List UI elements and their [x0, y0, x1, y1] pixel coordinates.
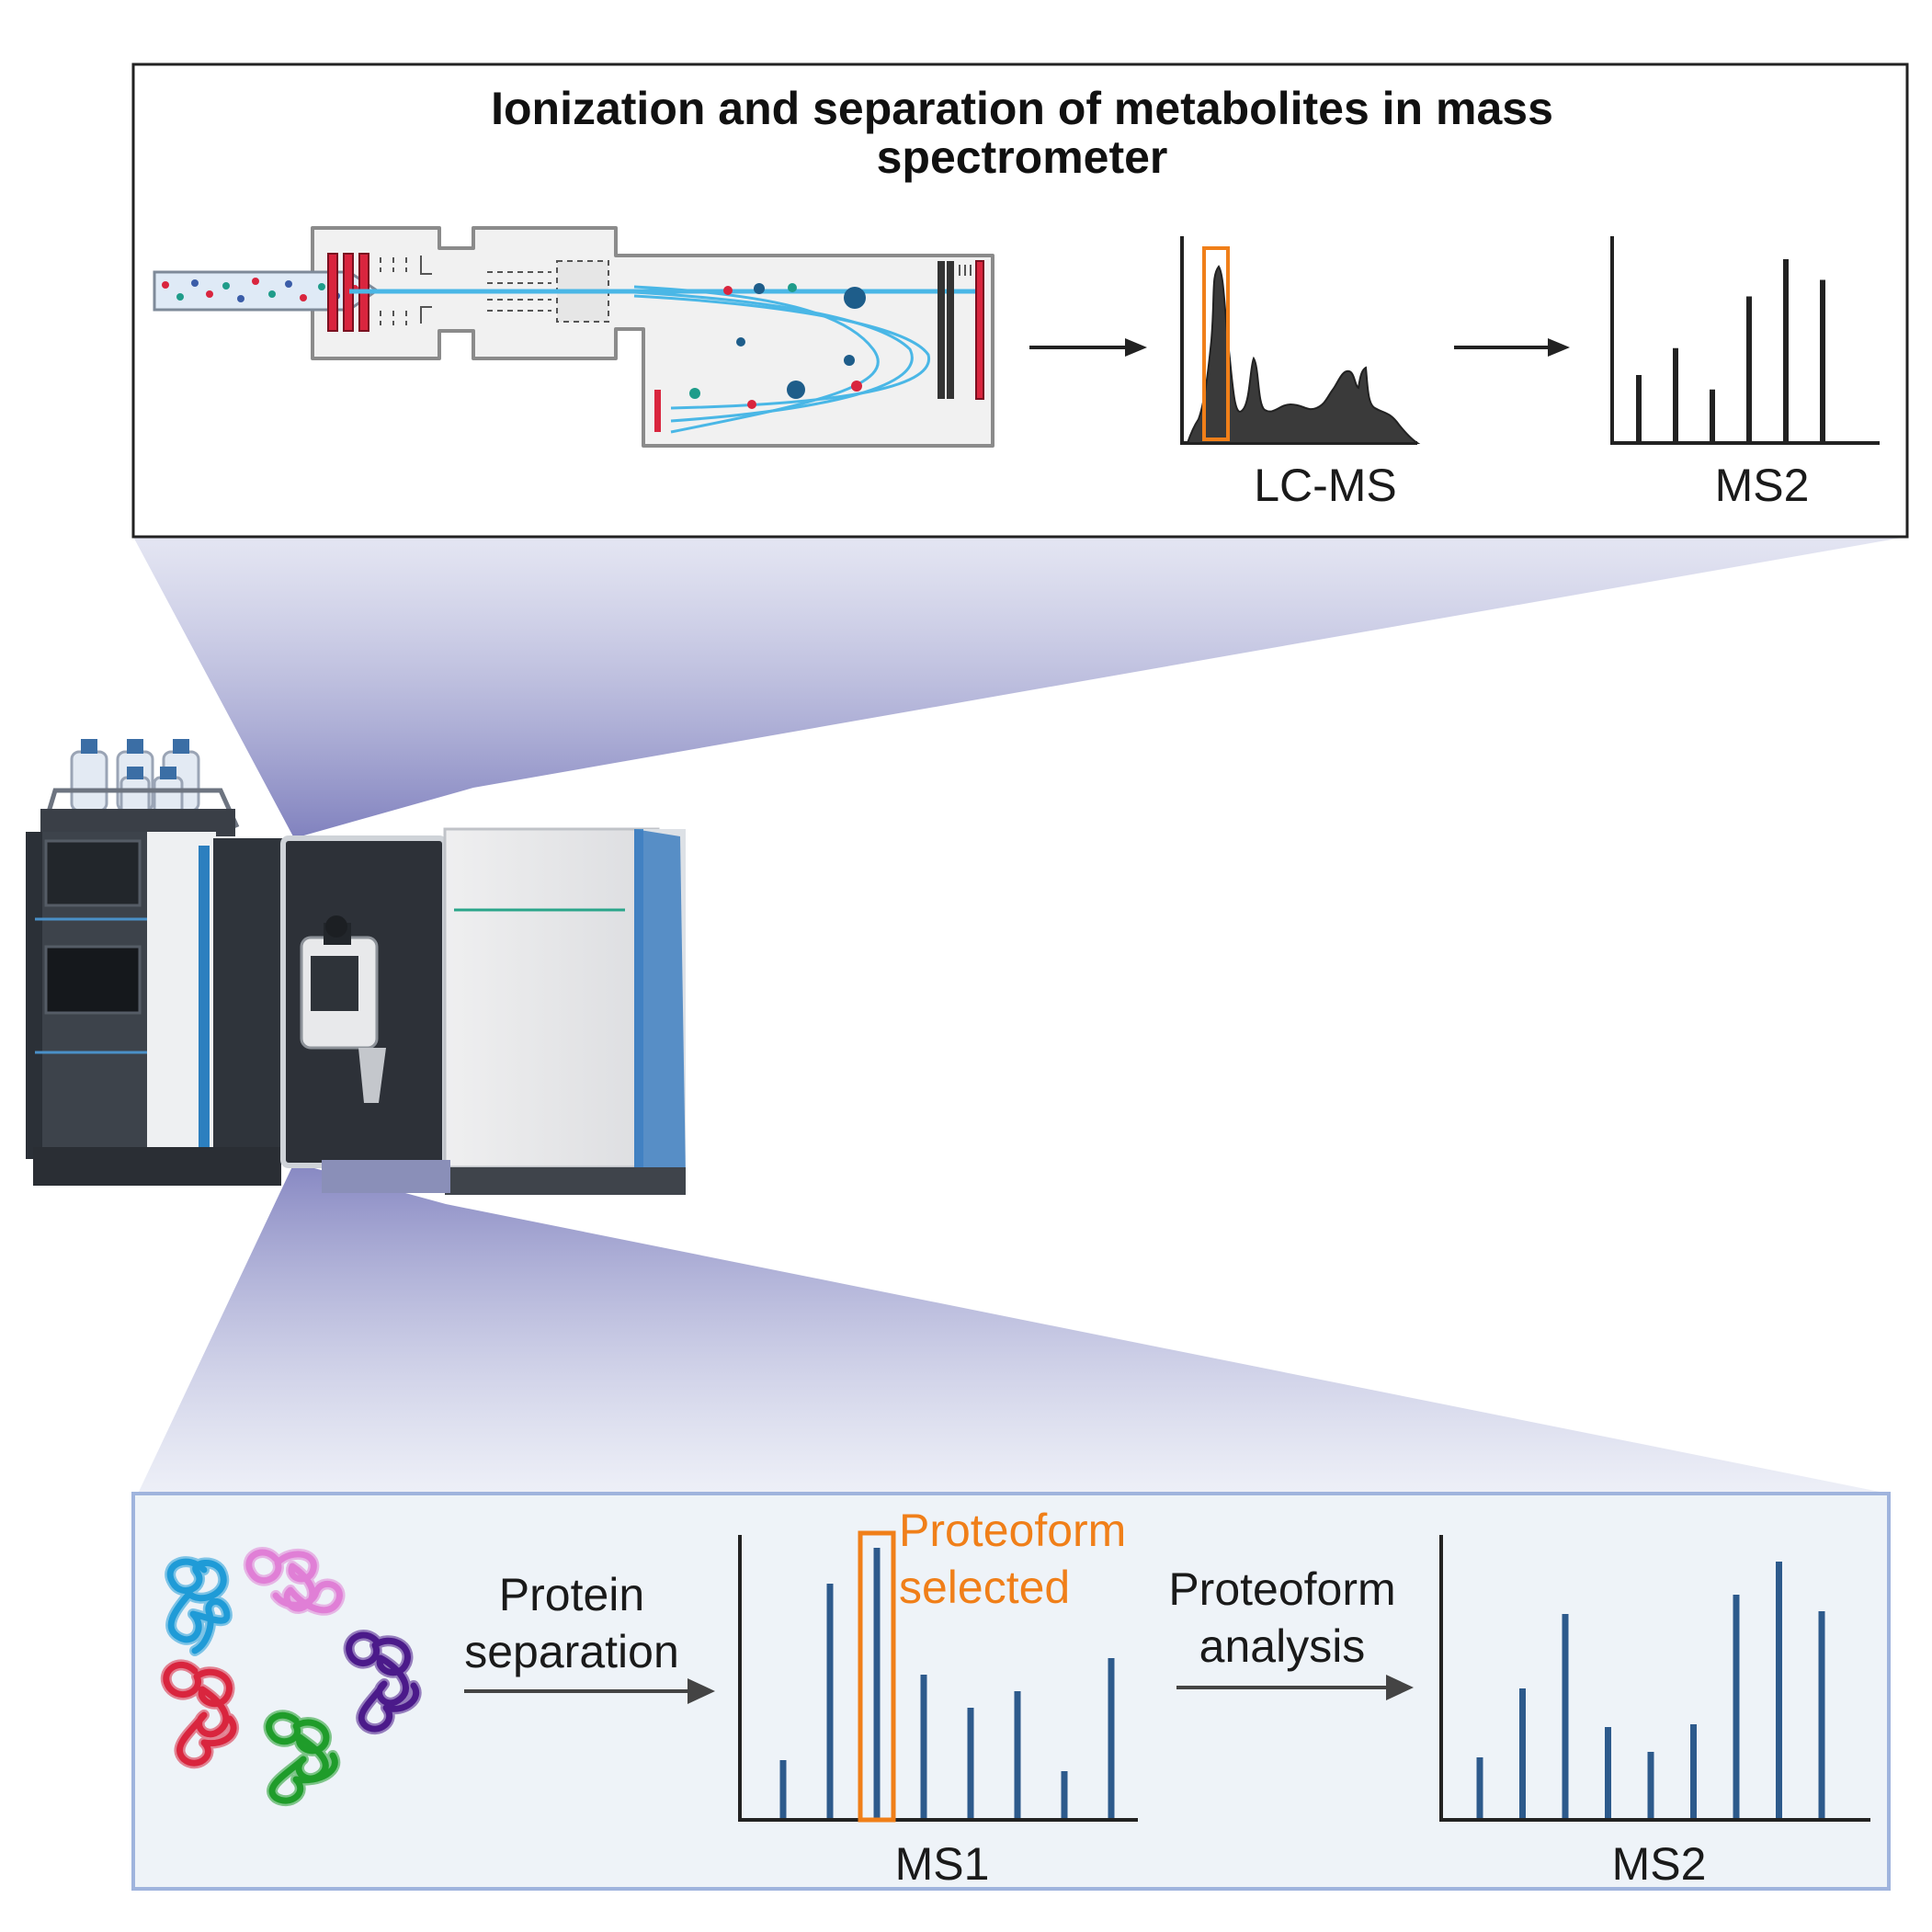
lcms-instrument-illustration [26, 739, 686, 1195]
chart-bar [1710, 389, 1715, 441]
arrow-icon [1176, 1675, 1414, 1700]
chart-bar [1673, 347, 1678, 441]
protein-icon [160, 1659, 240, 1769]
chromatogram-trace [1186, 265, 1421, 444]
top-zoom-funnel [133, 537, 1907, 838]
chart-bar [1647, 1752, 1654, 1818]
protein-icon [243, 1547, 346, 1616]
protein-tangles [160, 1547, 422, 1807]
chart-bar [920, 1675, 927, 1818]
chart-bar [1014, 1691, 1021, 1818]
chart-bar [1519, 1688, 1526, 1818]
chart-bar [1061, 1771, 1068, 1818]
top-panel-title-line2: spectrometer [877, 131, 1168, 183]
lcms-chromatogram: LC-MS [1180, 236, 1421, 511]
bottom-panel [131, 1492, 1891, 1891]
ms1-chart: MS1 [738, 1530, 1138, 1890]
arrow-icon [1454, 338, 1570, 357]
chart-bar [1746, 296, 1752, 441]
chart-bar [1820, 279, 1825, 441]
proteoform-selected-label-line2: selected [899, 1562, 1070, 1613]
lcms-label: LC-MS [1254, 460, 1397, 511]
proteoform-analysis-label-line1: Proteoform [1168, 1563, 1395, 1615]
chart-bar [1776, 1562, 1782, 1818]
chart-bar [1605, 1727, 1611, 1818]
ms1-label: MS1 [895, 1838, 990, 1890]
chart-bar [1108, 1658, 1115, 1818]
chart-bar [826, 1584, 834, 1818]
proteoform-analysis-label-line2: analysis [1199, 1620, 1366, 1672]
bottle-icon [70, 750, 108, 813]
chart-bar [1476, 1757, 1483, 1818]
proteoform-selected-label-line1: Proteoform [899, 1505, 1126, 1556]
chart-bar [1690, 1724, 1697, 1818]
protein-separation-label-line2: separation [464, 1626, 679, 1677]
bottom-zoom-funnel [138, 1163, 1889, 1494]
chart-bar [967, 1708, 974, 1818]
chart-bar [1562, 1614, 1569, 1818]
chart-bar [1733, 1595, 1740, 1818]
arrow-icon [1029, 338, 1147, 357]
protein-icon [343, 1630, 422, 1735]
bottom-ms2-chart: MS2 [1439, 1535, 1870, 1890]
chart-bar [873, 1548, 881, 1818]
mass-spectrometer-schematic [153, 226, 994, 448]
protein-icon [165, 1556, 233, 1656]
proteoform-selection-box [858, 1530, 896, 1823]
chart-bar [1783, 259, 1789, 441]
chromatogram-selection-box [1202, 246, 1230, 441]
chart-bar [1818, 1611, 1825, 1818]
top-ms2-chart: MS2 [1610, 236, 1880, 511]
chart-bar [1636, 375, 1642, 441]
top-panel-title-line1: Ionization and separation of metabolites… [491, 83, 1553, 134]
bottom-ms2-label: MS2 [1612, 1838, 1707, 1890]
protein-separation-label-line1: Protein [499, 1569, 644, 1620]
top-ms2-label: MS2 [1715, 460, 1810, 511]
arrow-icon [464, 1678, 715, 1704]
protein-icon [263, 1710, 341, 1807]
chart-bar [779, 1760, 787, 1818]
